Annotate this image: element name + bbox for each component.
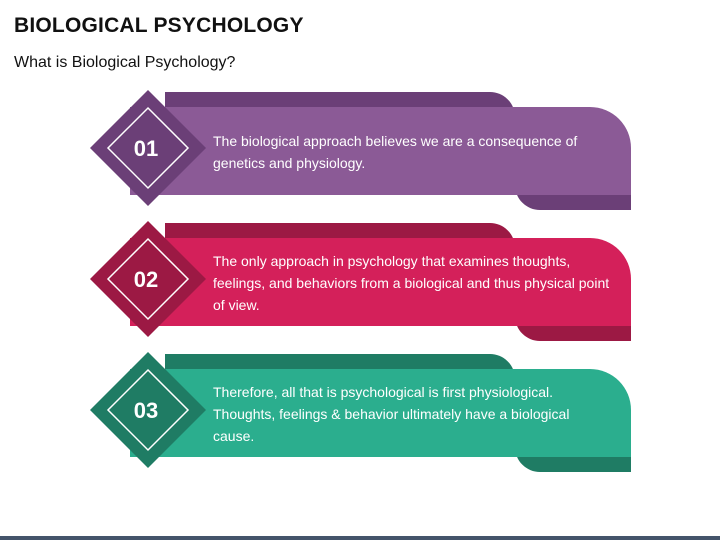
bullet-1-front-band (130, 107, 631, 195)
bullet-item-2: 02 (90, 221, 631, 341)
bullet-2-diamond (90, 221, 206, 337)
page-title: BIOLOGICAL PSYCHOLOGY (14, 14, 304, 37)
bullet-3-diamond (90, 352, 206, 468)
bottom-accent-bar (0, 536, 720, 540)
bullet-3-diamond-outline (106, 368, 190, 452)
page-subtitle: What is Biological Psychology? (14, 54, 236, 71)
bullet-3-text: Therefore, all that is psychological is … (213, 384, 570, 444)
bullet-3-front-band (130, 369, 631, 457)
bullet-1-number: 01 (134, 136, 158, 161)
bullet-2-diamond-outline (106, 237, 190, 321)
bullet-1-diamond (90, 90, 206, 206)
bullet-2-text: The only approach in psychology that exa… (213, 253, 610, 313)
bullet-3-number: 03 (134, 398, 158, 423)
bullet-2-number: 02 (134, 267, 158, 292)
bullet-item-1: 01 (90, 90, 631, 210)
bullet-item-3: 03 (90, 352, 631, 472)
bullet-1-text: The biological approach believes we are … (213, 133, 578, 171)
bullet-1-diamond-outline (106, 106, 190, 190)
bullet-2-front-band (130, 238, 631, 326)
